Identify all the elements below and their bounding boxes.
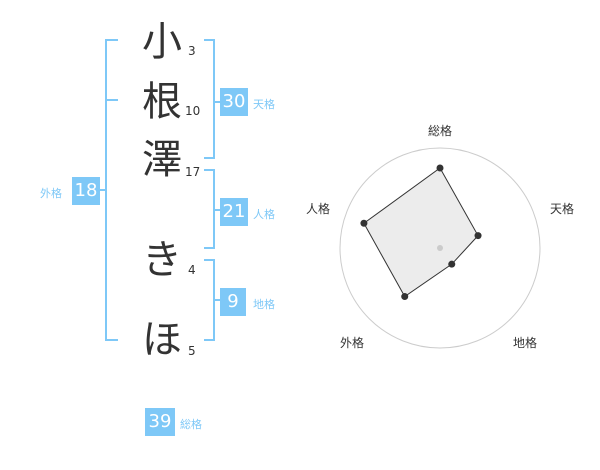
stroke-count-1: 3 [188, 44, 196, 58]
jinkaku-label: 人格 [253, 208, 275, 221]
name-char-2: 根 [142, 79, 182, 125]
stroke-count-3: 17 [185, 165, 201, 179]
chikaku-value: 9 [220, 288, 246, 316]
radar-axis-label-3: 外格 [340, 336, 365, 350]
tenkaku-value: 30 [220, 88, 248, 116]
name-char-4: き [142, 237, 182, 283]
radar-axis-label-1: 天格 [550, 202, 575, 216]
radar-point-2 [448, 260, 456, 268]
gaikaku-value: 18 [72, 177, 100, 205]
name-char-3: 澤 [142, 137, 182, 183]
chikaku-label: 地格 [253, 298, 275, 311]
stroke-count-5: 5 [188, 344, 196, 358]
gaikaku-label: 外格 [40, 187, 62, 200]
radar-axis-label-4: 人格 [306, 202, 331, 216]
radar-point-0 [436, 164, 444, 172]
soukaku-value: 39 [145, 408, 175, 436]
name-char-5: ほ [142, 317, 182, 363]
name-char-1: 小 [142, 19, 182, 65]
soukaku-label: 総格 [180, 418, 202, 431]
stroke-count-2: 10 [185, 104, 201, 118]
radar-center [437, 245, 443, 251]
jinkaku-value: 21 [220, 198, 248, 226]
tenkaku-label: 天格 [253, 98, 275, 111]
radar-point-1 [474, 232, 482, 240]
radar-axis-label-0: 総格 [428, 124, 453, 138]
radar-axis-label-2: 地格 [513, 336, 538, 350]
radar-point-4 [360, 219, 368, 227]
tenkaku-bracket [204, 39, 215, 159]
stroke-count-4: 4 [188, 263, 196, 277]
radar-point-3 [401, 293, 409, 301]
